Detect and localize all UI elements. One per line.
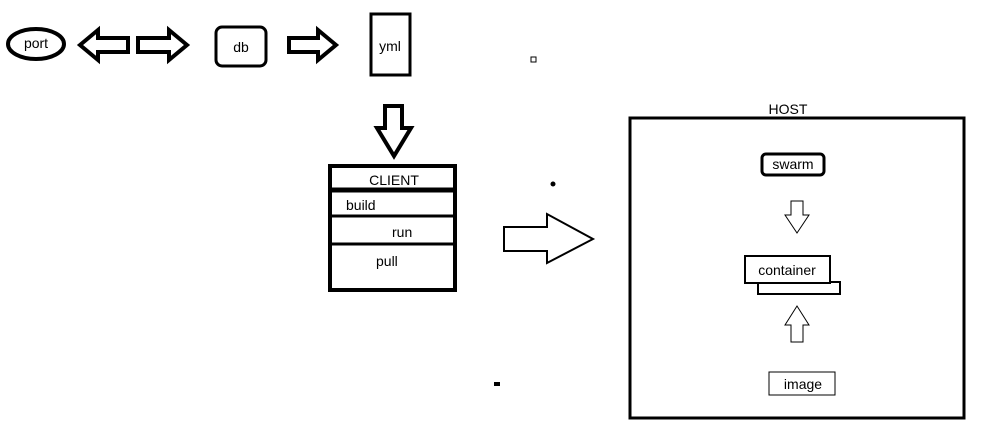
db-to-yml-arrow-icon xyxy=(287,25,340,65)
port-label: port xyxy=(24,35,48,51)
swarm-label: swarm xyxy=(772,156,813,172)
small-square-mark xyxy=(530,56,537,63)
port-node: port xyxy=(6,27,66,61)
dot-mark xyxy=(550,181,556,187)
dash-mark xyxy=(494,382,500,386)
client-command-build: build xyxy=(346,197,376,213)
image-label: image xyxy=(784,376,822,392)
client-command-run: run xyxy=(392,224,412,240)
swarm-node: swarm xyxy=(760,152,826,177)
db-label: db xyxy=(233,39,249,55)
right-arrow-icon xyxy=(136,25,191,65)
image-to-container-arrow-icon xyxy=(784,305,810,343)
client-command-pull: pull xyxy=(376,253,398,269)
client-box: CLIENT build run pull xyxy=(328,164,457,292)
container-label: container xyxy=(758,262,816,278)
yml-node: yml xyxy=(369,12,412,77)
client-to-host-arrow-icon xyxy=(503,212,596,265)
swarm-to-container-arrow-icon xyxy=(784,200,810,234)
yml-to-client-arrow-icon xyxy=(373,104,415,160)
left-arrow-icon xyxy=(76,25,130,65)
host-title: HOST xyxy=(769,101,808,117)
yml-label: yml xyxy=(379,38,401,54)
image-node: image xyxy=(768,371,836,396)
container-node: container xyxy=(744,255,841,295)
client-title: CLIENT xyxy=(369,172,419,188)
db-node: db xyxy=(214,25,268,68)
